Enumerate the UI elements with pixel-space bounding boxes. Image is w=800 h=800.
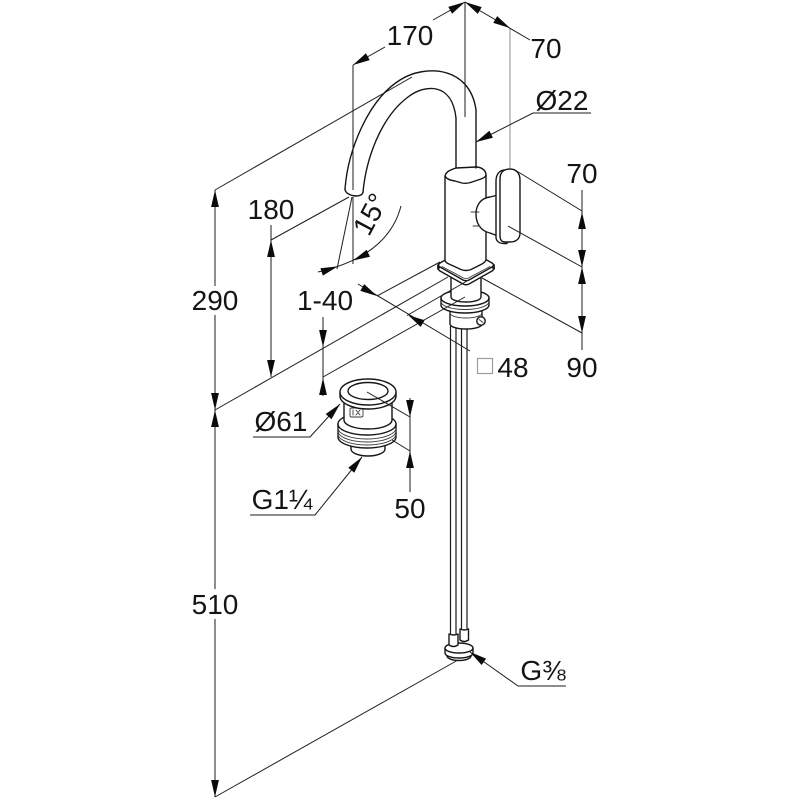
lever-handle [470,168,521,245]
lever-neck [475,194,499,237]
mounting-nut-edge-line [440,301,490,310]
arrowhead-d61-leader [325,404,340,420]
ext-line-waste-bottom [391,439,411,452]
connector-ring-line [449,312,483,319]
arrowhead-15-vertical [353,249,370,261]
leader-d22 [475,112,591,143]
label-base-square: 48 [497,352,528,383]
dimension-arrowheads [211,2,586,797]
leader-g38 [469,651,566,687]
label-hose-length: 510 [192,589,239,620]
label-outlet-height: 180 [248,194,295,225]
lever-joint-lines [470,211,481,227]
arrowhead-180-top [267,240,275,257]
arrowhead-290-top [211,190,219,207]
arrowhead-48-second [408,315,425,327]
angle-reference-inclined [336,196,353,270]
label-spout-projection: 170 [387,20,434,51]
dimension-labels: 170 70 Ø22 70 90 180 290 1-40 15° 48 Ø61… [192,20,598,686]
hose-ferrule-right [459,628,470,643]
arrowhead-290-bottom [211,393,219,410]
ext-line-waste-top [366,391,411,418]
arrowhead-70-lever-side [493,16,510,28]
arrowhead-48-first [360,284,377,296]
square-section-icon [476,357,494,375]
label-overall-height: 290 [192,285,239,316]
arrowhead-170-axis-side [448,2,465,14]
arrowhead-70-lever-top [578,212,586,229]
faucet [344,70,521,662]
ext-line-48-front [406,280,468,316]
fixing-screw-slot [478,319,484,323]
leader-g114 [250,456,363,516]
deck-top-line [214,276,449,411]
ext-line-hose-end [214,659,459,798]
mixer-body-top-edge [444,174,487,185]
label-waste-thread: G1¼ [252,484,313,515]
label-waste-flange-diameter: Ø61 [255,406,308,437]
label-hose-thread: G⅜ [520,655,566,686]
spout-inner-contour [362,87,457,193]
arrowhead-180-bottom [267,360,275,377]
waste-valve-thread-lines [337,427,397,446]
arrowhead-50-top [406,400,414,417]
arrowhead-70-lever-bottom [578,250,586,267]
arrowhead-90-top [578,267,586,284]
ext-line-lever-top [514,169,583,212]
arrowhead-g38-leader [470,652,487,665]
spout-outlet-tip [344,188,364,197]
arrowhead-deck-top [319,330,327,347]
ext-line-spout-outlet [270,196,350,241]
hose-ferrule-left [448,633,459,648]
label-base-height: 90 [566,352,597,383]
arrowhead-510-bottom [211,780,219,797]
arrowhead-d22-leader [476,130,493,142]
ext-line-lever-bottom [507,225,583,268]
waste-valve-logo-strokes [352,409,361,416]
ext-line-spout-top [214,76,413,191]
arrowhead-15-inclined [320,266,338,276]
ext-line-48-left [376,261,441,297]
arrowhead-90-bottom [578,316,586,333]
ext-line-base-plate [481,277,583,334]
arrowhead-70-axis-side [465,2,482,14]
supply-hoses [449,326,468,637]
waste-valve [337,378,397,457]
arrowhead-50-bottom [406,451,414,468]
arrowhead-170-outlet-side [353,53,370,65]
label-spout-diameter: Ø22 [536,85,589,116]
arrowhead-deck-bottom [319,378,327,395]
waste-valve-plug [347,381,389,401]
deck-bottom-line [322,296,466,378]
hose-end-fitting [444,628,474,662]
arrowhead-510-top [211,410,219,427]
label-deck-thickness: 1-40 [297,285,353,316]
label-lever-height: 70 [566,158,597,189]
arrowhead-g114-leader [348,457,362,473]
label-lever-offset: 70 [530,33,561,64]
label-waste-height: 50 [394,493,425,524]
base-plate-chamfer [441,266,491,280]
